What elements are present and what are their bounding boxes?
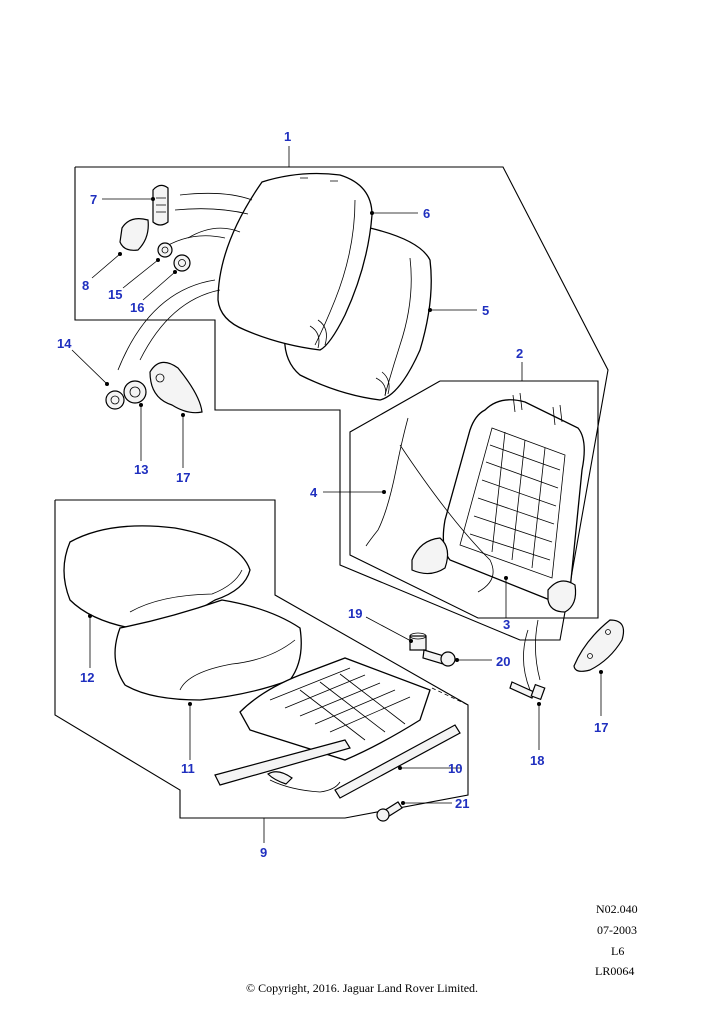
callout-12: 12 bbox=[80, 670, 94, 685]
cable-loop-right bbox=[523, 619, 541, 691]
back-cover-front-seam bbox=[314, 199, 356, 346]
seat-adjust-handle bbox=[267, 771, 293, 785]
callout-20: 20 bbox=[496, 654, 510, 669]
cushion-part-11-seam bbox=[179, 639, 296, 691]
callout-13: 13 bbox=[134, 462, 148, 477]
callout-19: 19 bbox=[348, 606, 362, 621]
callout-10: 10 bbox=[448, 761, 462, 776]
cover-plate-hole bbox=[155, 373, 165, 383]
trim-cap-part-8 bbox=[119, 218, 149, 251]
bolt-part-18 bbox=[509, 681, 546, 701]
callout-16: 16 bbox=[130, 300, 144, 315]
seat-back-frame-mesh bbox=[469, 431, 561, 569]
callout-11: 11 bbox=[181, 761, 195, 776]
callout-21: 21 bbox=[455, 796, 469, 811]
assembly-arc-6 bbox=[139, 289, 221, 361]
gear-part-15 bbox=[157, 242, 173, 258]
gear-part-13 bbox=[123, 380, 147, 404]
back-cover-front-slot bbox=[309, 319, 327, 349]
group-outline-cushion bbox=[54, 499, 469, 819]
callout-6: 6 bbox=[423, 206, 430, 221]
leader-lines bbox=[71, 146, 602, 843]
release-cable-part-4 bbox=[365, 417, 409, 547]
callout-9: 9 bbox=[260, 845, 267, 860]
callout-17-left: 17 bbox=[176, 470, 190, 485]
bolt-part-21 bbox=[376, 801, 403, 822]
cover-plate-right-hole-2 bbox=[587, 653, 593, 659]
seat-runner-right bbox=[334, 724, 461, 799]
bolt-part-20 bbox=[422, 649, 456, 667]
seat-adjust-bar bbox=[269, 779, 341, 793]
seat-back-frame bbox=[442, 399, 585, 601]
seat-back-frame-inner bbox=[459, 427, 566, 579]
callout-15: 15 bbox=[108, 287, 122, 302]
frame-recliner-right bbox=[547, 580, 577, 613]
frame-recliner-left bbox=[411, 537, 449, 575]
assembly-arc-3 bbox=[187, 227, 241, 239]
cover-plate-part-17-left bbox=[149, 361, 203, 414]
seat-pan-mesh bbox=[269, 667, 411, 741]
back-cover-rear-seam bbox=[384, 257, 412, 396]
reference-code: N02.040 bbox=[596, 902, 638, 916]
callout-17-right: 17 bbox=[594, 720, 608, 735]
callout-3: 3 bbox=[503, 617, 510, 632]
back-cover-front bbox=[217, 172, 373, 351]
callout-5: 5 bbox=[482, 303, 489, 318]
back-cover-rear-slot bbox=[375, 371, 390, 397]
callout-14: 14 bbox=[57, 336, 72, 351]
gear-part-16 bbox=[173, 254, 191, 272]
bush-part-19 bbox=[409, 632, 427, 651]
cushion-cover-part-12 bbox=[63, 525, 251, 629]
callout-18: 18 bbox=[530, 753, 544, 768]
seat-runner-left bbox=[214, 739, 351, 786]
frame-headrest-tube-right bbox=[552, 404, 563, 426]
callout-1: 1 bbox=[284, 129, 291, 144]
callout-2: 2 bbox=[516, 346, 523, 361]
reference-lr-code: LR0064 bbox=[595, 964, 635, 978]
copyright-notice: © Copyright, 2016. Jaguar Land Rover Lim… bbox=[245, 981, 479, 995]
callout-8: 8 bbox=[82, 278, 89, 293]
cushion-cover-seam bbox=[129, 569, 243, 613]
cover-plate-right-hole-1 bbox=[605, 629, 611, 635]
lever-knob-part-7-lines bbox=[156, 197, 166, 213]
assembly-arc-5 bbox=[117, 279, 216, 371]
assembly-arc-2 bbox=[174, 208, 249, 215]
leader-dots bbox=[88, 197, 603, 805]
callout-7: 7 bbox=[90, 192, 97, 207]
seat-pan-frame bbox=[239, 657, 431, 761]
assembly-arc-1 bbox=[179, 192, 253, 201]
frame-headrest-tube-left bbox=[512, 392, 523, 413]
gear-part-14 bbox=[105, 390, 125, 410]
cover-plate-part-17-right bbox=[573, 619, 625, 672]
callout-4: 4 bbox=[310, 485, 318, 500]
cable-run-3 bbox=[399, 444, 494, 593]
back-cover-front-marks bbox=[300, 177, 338, 182]
group-outline-seat-back bbox=[74, 166, 609, 641]
group-outline-frame bbox=[349, 380, 599, 619]
reference-level: L6 bbox=[611, 944, 625, 958]
reference-date: 07-2003 bbox=[597, 923, 637, 937]
